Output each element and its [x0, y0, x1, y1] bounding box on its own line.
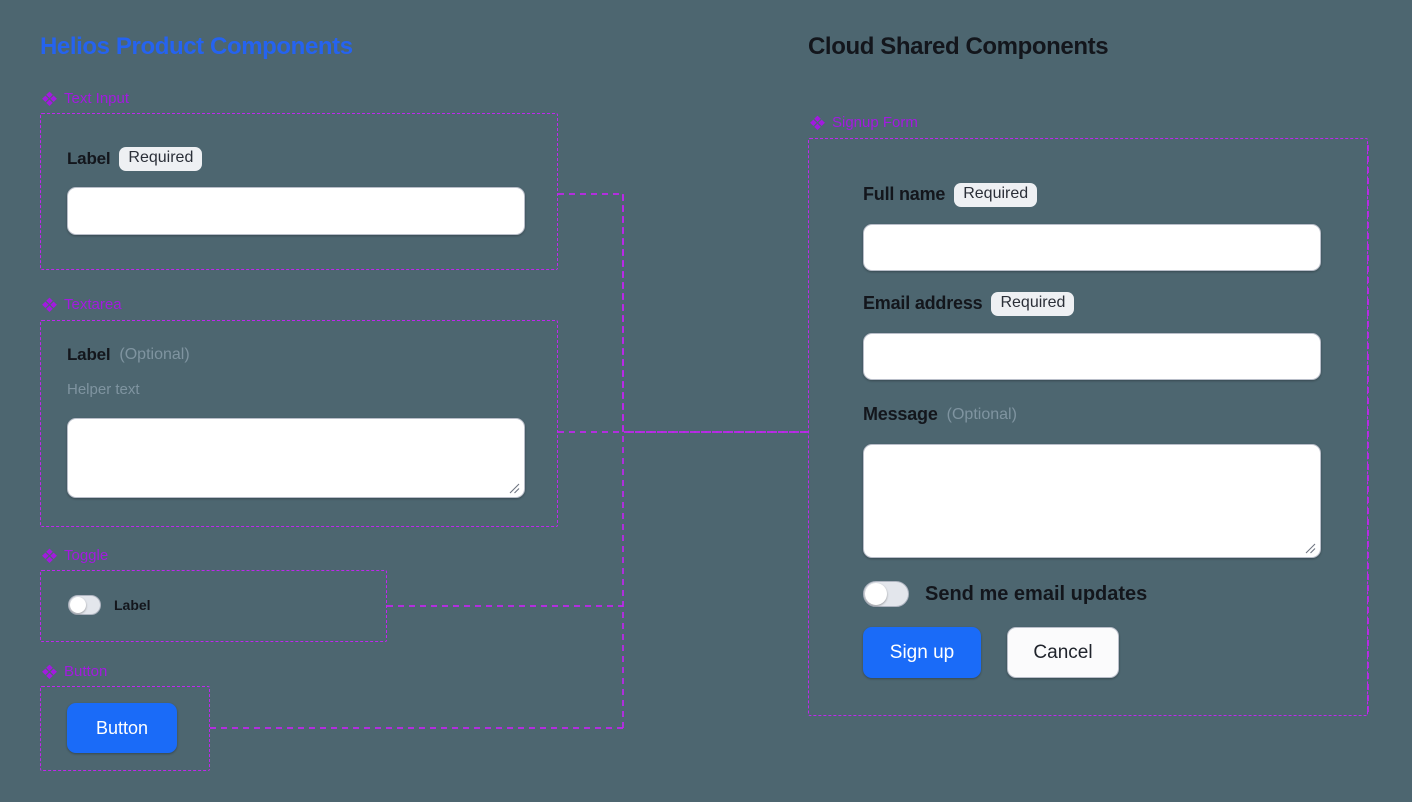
section-label-text: Text Input [64, 90, 130, 107]
text-input-label: Label [67, 148, 111, 168]
textarea-label: Label [67, 345, 111, 364]
section-label-text-input: Text Input [42, 90, 129, 107]
toggle-knob [865, 583, 887, 605]
message-optional-note: (Optional) [946, 405, 1017, 423]
toggle-switch[interactable] [68, 595, 101, 615]
message-label: Message [863, 404, 938, 424]
full-name-input[interactable] [863, 224, 1321, 271]
email-address-label-row: Email address Required [863, 292, 1075, 316]
email-address-input[interactable] [863, 333, 1321, 380]
demo-button[interactable]: Button [67, 703, 177, 753]
toggle-row[interactable]: Label [68, 595, 151, 615]
email-updates-toggle[interactable] [863, 581, 909, 607]
message-textarea[interactable] [863, 444, 1321, 558]
cancel-button[interactable]: Cancel [1007, 627, 1119, 678]
section-label-text: Textarea [64, 296, 122, 313]
sign-up-button[interactable]: Sign up [863, 627, 981, 678]
required-badge: Required [119, 147, 203, 171]
full-name-label: Full name [863, 184, 946, 205]
component-box-text-input [40, 113, 558, 270]
textarea-field[interactable] [67, 418, 525, 498]
connector-text-input [558, 193, 808, 433]
section-label-signup-form: Signup Form [810, 114, 918, 131]
diamond-stack-icon [42, 91, 57, 106]
component-box-button [40, 686, 210, 771]
toggle-label: Label [114, 597, 151, 613]
diamond-stack-icon [42, 548, 57, 563]
section-label-text: Signup Form [832, 114, 918, 131]
required-badge: Required [954, 183, 1038, 207]
textarea-helper-text: Helper text [67, 381, 140, 398]
left-panel-title: Helios Product Components [40, 33, 353, 60]
section-label-toggle: Toggle [42, 547, 108, 564]
section-label-button: Button [42, 663, 107, 680]
section-label-text: Button [64, 663, 108, 680]
email-updates-toggle-row[interactable]: Send me email updates [863, 581, 1147, 607]
email-address-label: Email address [863, 293, 983, 314]
textarea-label-row: Label (Optional) [67, 345, 190, 365]
section-label-textarea: Textarea [42, 296, 122, 313]
toggle-knob [70, 597, 86, 613]
text-input-label-row: Label Required [67, 147, 203, 171]
required-badge: Required [991, 292, 1075, 316]
full-name-label-row: Full name Required [863, 183, 1038, 207]
right-panel-title: Cloud Shared Components [808, 33, 1109, 60]
resize-handle-icon[interactable] [507, 481, 520, 494]
component-box-textarea [40, 320, 558, 527]
section-label-text: Toggle [64, 547, 109, 564]
email-updates-label: Send me email updates [925, 582, 1148, 605]
text-input-field[interactable] [67, 187, 525, 235]
diamond-stack-icon [42, 297, 57, 312]
diamond-stack-icon [42, 664, 57, 679]
diamond-stack-icon [810, 115, 825, 130]
component-box-toggle [40, 570, 387, 642]
textarea-optional-note: (Optional) [119, 346, 190, 363]
resize-handle-icon[interactable] [1303, 541, 1316, 554]
message-label-row: Message (Optional) [863, 404, 1017, 425]
